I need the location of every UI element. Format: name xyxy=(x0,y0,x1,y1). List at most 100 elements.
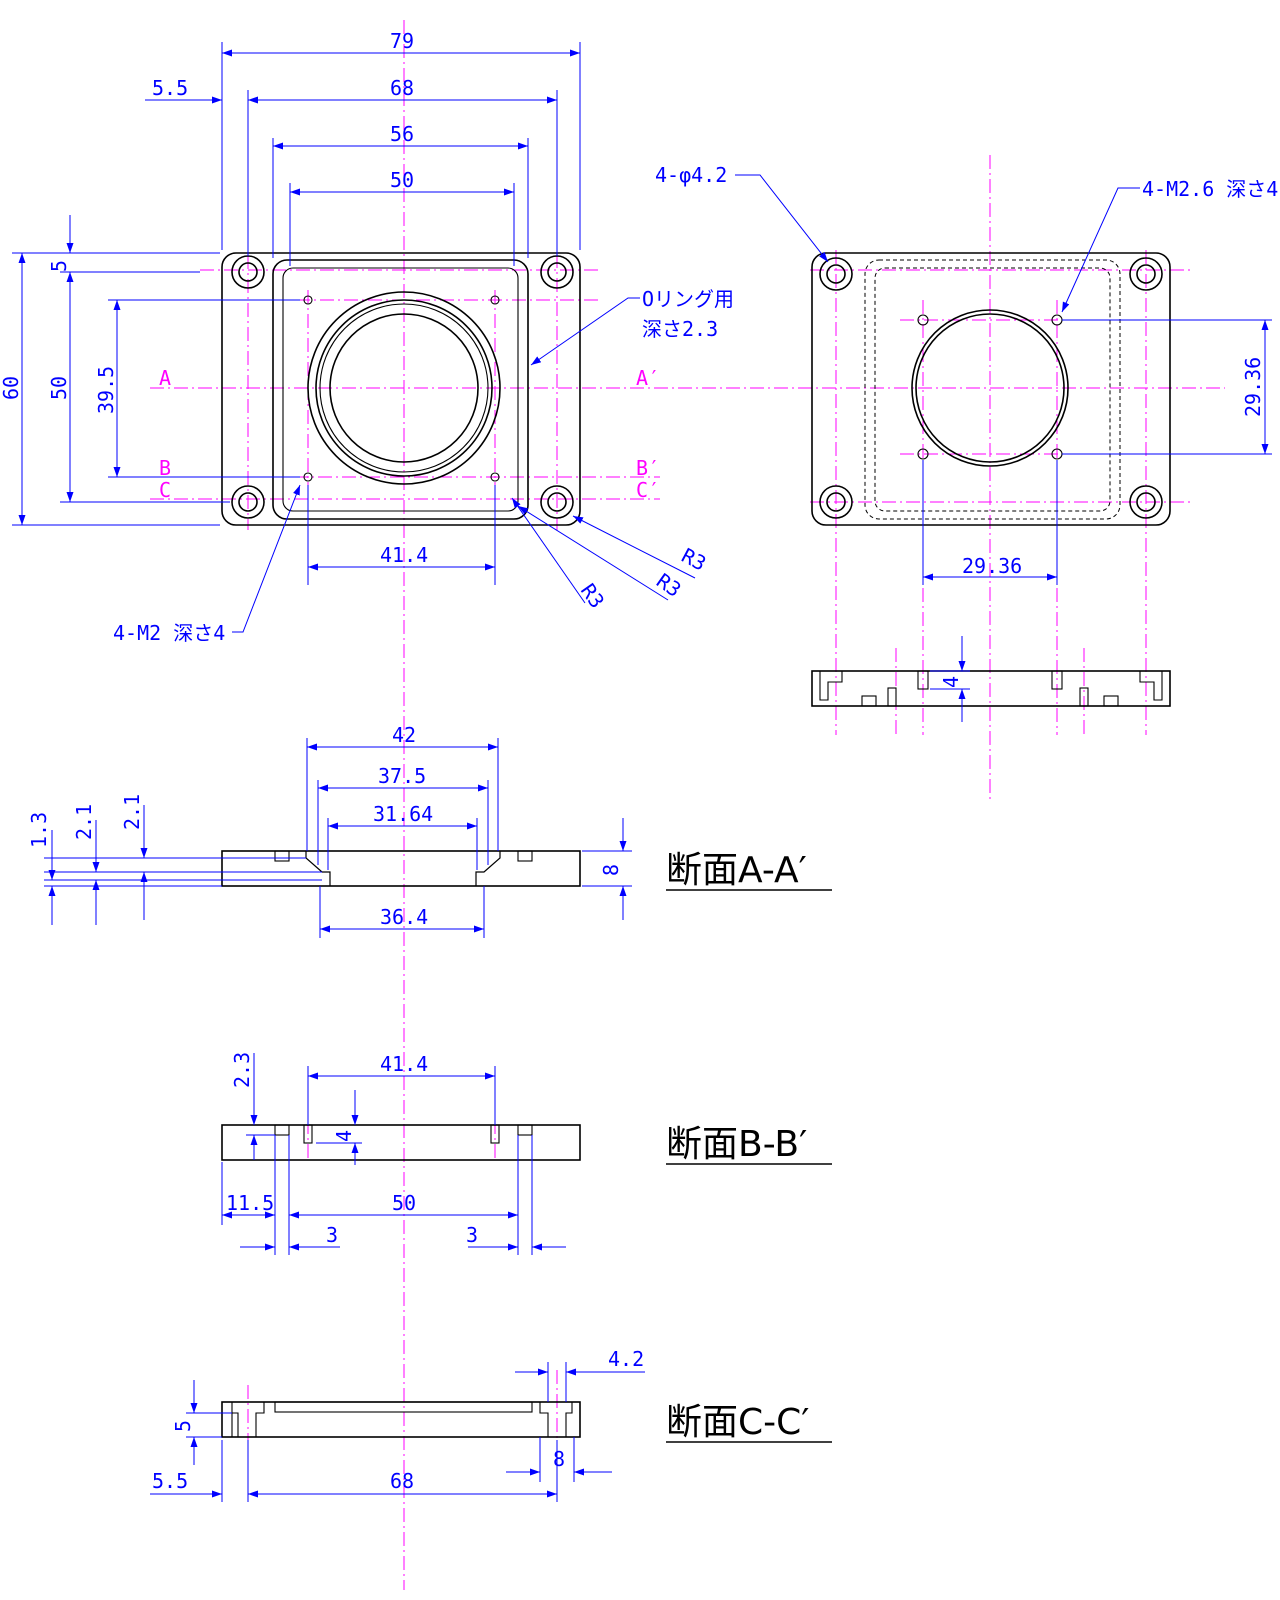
bolt-hole-tl xyxy=(238,262,258,282)
rear-side-slot-1 xyxy=(887,687,897,707)
tap-hole-br xyxy=(490,472,500,482)
rear-bore-inner xyxy=(915,313,1065,463)
callout-4-phi-4-2: 4-φ4.2 xyxy=(655,163,727,187)
rear-tap-bl xyxy=(917,448,929,460)
section-aa-body xyxy=(221,850,581,887)
section-cc-bore-left xyxy=(231,1402,265,1437)
section-aa: 42 37.5 31.64 36.4 1.3 2.1 2.1 8 xyxy=(27,723,632,938)
rear-view xyxy=(811,252,1171,526)
dim-50: 50 xyxy=(390,168,414,192)
section-cc-body xyxy=(221,1401,581,1438)
dim-aa-36-4: 36.4 xyxy=(380,905,428,929)
radius-r3-3: R3 xyxy=(678,543,711,576)
front-outer-plate xyxy=(221,252,581,526)
dim-5-edge: 5 xyxy=(47,260,71,272)
section-cc: 4.2 5 8 5.5 68 xyxy=(150,1347,645,1502)
dim-aa-2-1-b: 2.1 xyxy=(120,794,144,830)
dim-bb-50: 50 xyxy=(392,1191,416,1215)
dim-bb-3-left: 3 xyxy=(326,1223,338,1247)
rear-side-notch-left xyxy=(819,671,843,701)
rear-hidden-groove-inner xyxy=(874,267,1111,512)
dim-60: 60 xyxy=(0,376,23,400)
section-aa-title: 断面A-A′ xyxy=(666,850,807,891)
dim-cc-5-5: 5.5 xyxy=(152,1469,188,1493)
dim-79: 79 xyxy=(390,29,414,53)
rear-side-tap-1 xyxy=(917,670,929,690)
dim-bb-11-5: 11.5 xyxy=(226,1191,274,1215)
section-bb-groove-left xyxy=(274,1124,290,1136)
front-bore-step xyxy=(315,299,493,477)
section-bb-title: 断面B-B′ xyxy=(666,1124,807,1165)
bolt-hole-br xyxy=(547,492,567,512)
tap-hole-bl xyxy=(303,472,313,482)
front-bore-outer xyxy=(307,291,501,485)
rear-dimensions: 4-φ4.2 4-M2.6 深さ4 29.36 29.36 xyxy=(655,163,1278,585)
rear-bolt-tr xyxy=(1136,264,1156,284)
rear-side-slot-2 xyxy=(1079,687,1089,707)
dim-aa-42: 42 xyxy=(392,723,416,747)
callout-tap-m2-6: 4-M2.6 深さ4 xyxy=(1142,177,1278,201)
rear-bolt-bl xyxy=(826,492,846,512)
rear-side-view: 4 xyxy=(811,636,1171,722)
bolt-hole-tr xyxy=(547,262,567,282)
dim-cc-8: 8 xyxy=(553,1447,565,1471)
rear-side-tap-2 xyxy=(1051,670,1063,690)
section-cc-recess xyxy=(274,1401,533,1413)
front-oring-groove-outer xyxy=(272,259,529,520)
centerlines xyxy=(150,20,1225,1590)
rear-bolt-cb-bl xyxy=(819,485,853,519)
front-dimensions: 79 68 5.5 56 50 60 50 39.5 5 41.4 Oリング用 … xyxy=(0,29,734,645)
dim-aa-8: 8 xyxy=(599,864,623,876)
rear-side-body xyxy=(811,670,1171,707)
front-oring-groove-inner xyxy=(282,267,519,512)
rear-bolt-br xyxy=(1136,492,1156,512)
dim-39-5: 39.5 xyxy=(94,366,118,414)
section-bb-groove-right xyxy=(517,1124,533,1136)
dim-bb-3-right: 3 xyxy=(466,1223,478,1247)
section-bb-body xyxy=(221,1124,581,1161)
rear-bolt-tl xyxy=(826,264,846,284)
bolt-hole-counterbore-bl xyxy=(231,485,265,519)
callout-oring-depth: 深さ2.3 xyxy=(642,317,718,341)
section-label-c: C xyxy=(159,478,171,502)
rear-hidden-groove-outer xyxy=(864,259,1121,520)
section-aa-step-right xyxy=(475,851,501,886)
tap-hole-tr xyxy=(490,295,500,305)
section-label-a: A xyxy=(159,366,171,390)
bolt-hole-bl xyxy=(238,492,258,512)
dim-50-vertical: 50 xyxy=(47,376,71,400)
front-view xyxy=(221,252,581,526)
rear-bolt-cb-tr xyxy=(1129,257,1163,291)
dim-aa-2-1-a: 2.1 xyxy=(72,804,96,840)
rear-side-recess-1 xyxy=(861,695,877,707)
callout-oring: Oリング用 xyxy=(642,287,734,311)
dim-cc-5: 5 xyxy=(171,1420,195,1432)
dim-56: 56 xyxy=(390,122,414,146)
rear-bore-outer xyxy=(911,309,1069,467)
dim-bb-41-4: 41.4 xyxy=(380,1052,428,1076)
section-label-a-prime: A′ xyxy=(636,366,660,390)
rear-outer-plate xyxy=(811,252,1171,526)
dim-cc-68: 68 xyxy=(390,1469,414,1493)
bolt-hole-counterbore-br xyxy=(540,485,574,519)
section-cc-title: 断面C-C′ xyxy=(666,1402,809,1443)
dim-bb-2-3: 2.3 xyxy=(230,1052,254,1088)
dim-rear-side-4: 4 xyxy=(939,676,963,688)
section-aa-groove-right xyxy=(517,850,533,862)
dim-68: 68 xyxy=(390,76,414,100)
dim-41-4: 41.4 xyxy=(380,543,428,567)
radius-r3-1: R3 xyxy=(576,579,609,613)
front-bore-inner xyxy=(329,313,479,463)
dim-aa-31-64: 31.64 xyxy=(373,802,433,826)
section-aa-groove-left xyxy=(274,850,290,862)
dim-rear-29-36-horizontal: 29.36 xyxy=(962,554,1022,578)
section-label-b-prime: B′ xyxy=(636,456,660,480)
dim-aa-37-5: 37.5 xyxy=(378,764,426,788)
section-cc-bore-right xyxy=(539,1402,573,1437)
dim-5-5: 5.5 xyxy=(152,76,188,100)
rear-tap-tl xyxy=(917,314,929,326)
rear-side-recess-2 xyxy=(1103,695,1119,707)
tap-hole-tl xyxy=(303,295,313,305)
radius-r3-2: R3 xyxy=(652,568,686,601)
dim-rear-29-36-vertical: 29.36 xyxy=(1241,357,1265,417)
